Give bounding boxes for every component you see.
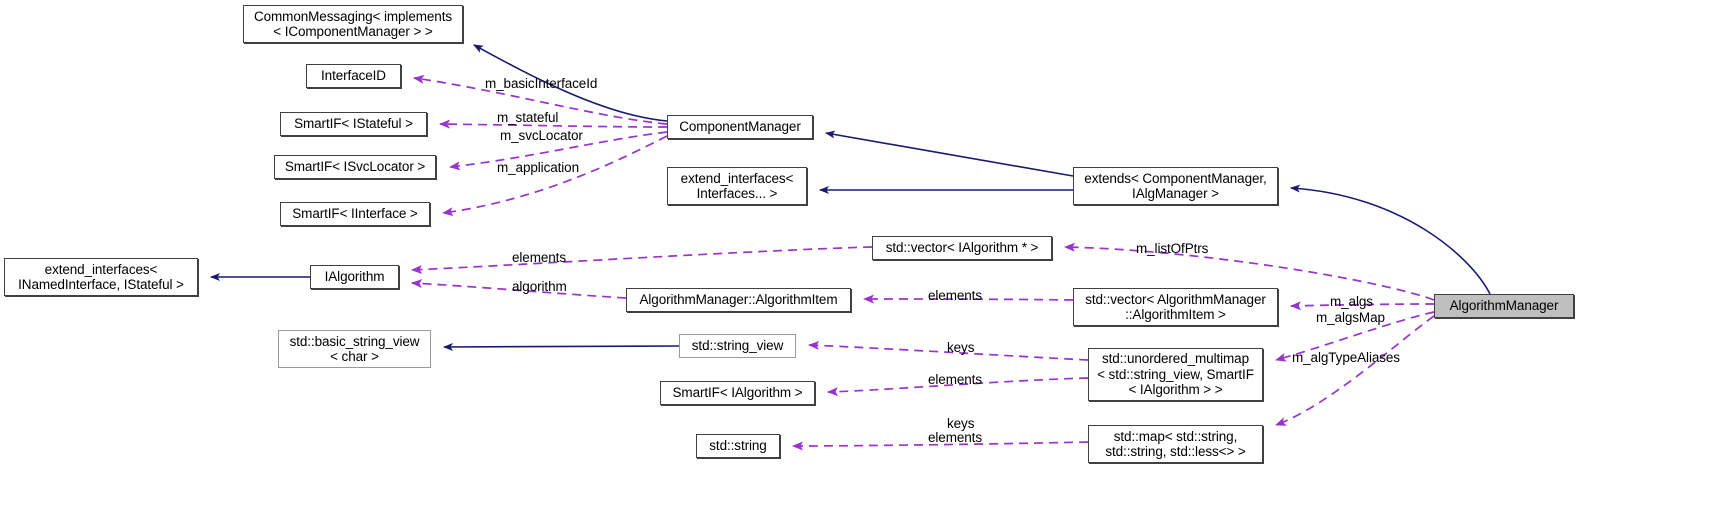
node-vector-algorithmitem[interactable]: std::vector< AlgorithmManager ::Algorith… xyxy=(1073,288,1278,326)
node-smartif-isvclocator[interactable]: SmartIF< ISvcLocator > xyxy=(274,155,436,179)
node-string-view[interactable]: std::string_view xyxy=(679,334,796,358)
edge-label-keys-string-view: keys xyxy=(947,340,975,355)
edge-label-elements-algorithm-item: elements xyxy=(928,288,982,303)
edge-label-elements-vector-ialgorithm: elements xyxy=(512,250,566,265)
node-component-manager[interactable]: ComponentManager xyxy=(667,115,813,139)
edge-label-keys-map: keys xyxy=(947,416,975,431)
node-vector-ialgorithm-ptr[interactable]: std::vector< IAlgorithm * > xyxy=(872,236,1052,260)
edge-label-m-stateful: m_stateful xyxy=(497,110,559,125)
node-algorithm-manager[interactable]: AlgorithmManager xyxy=(1434,294,1574,318)
edge-label-m-basic-interface-id: m_basicInterfaceId xyxy=(485,76,598,91)
node-smartif-ialgorithm[interactable]: SmartIF< IAlgorithm > xyxy=(660,381,815,405)
node-unordered-multimap[interactable]: std::unordered_multimap < std::string_vi… xyxy=(1088,348,1263,401)
edge-label-m-alg-type-aliases: m_algTypeAliases xyxy=(1292,350,1400,365)
node-interface-id[interactable]: InterfaceID xyxy=(306,64,401,88)
edge-label-elements-smartif: elements xyxy=(928,372,982,387)
edge-label-m-svclocator: m_svcLocator xyxy=(500,128,583,143)
node-extend-interfaces[interactable]: extend_interfaces< Interfaces... > xyxy=(667,167,807,205)
node-smartif-iinterface[interactable]: SmartIF< IInterface > xyxy=(280,202,430,226)
edge-label-elements-map: elements xyxy=(928,430,982,445)
node-std-map[interactable]: std::map< std::string, std::string, std:… xyxy=(1088,425,1263,463)
node-algorithmmanager-algorithmitem[interactable]: AlgorithmManager::AlgorithmItem xyxy=(626,288,851,312)
node-extends-component-manager-ialgmanager[interactable]: extends< ComponentManager, IAlgManager > xyxy=(1073,167,1278,205)
node-smartif-istateful[interactable]: SmartIF< IStateful > xyxy=(280,112,427,136)
edge-label-m-application: m_application xyxy=(497,160,580,175)
edge-label-m-algs-map: m_algsMap xyxy=(1316,310,1385,325)
node-std-string[interactable]: std::string xyxy=(696,434,780,458)
node-basic-string-view[interactable]: std::basic_string_view < char > xyxy=(278,330,431,368)
edge-label-m-list-of-ptrs: m_listOfPtrs xyxy=(1136,241,1209,256)
edge-label-m-algs: m_algs xyxy=(1330,294,1373,309)
node-ialgorithm[interactable]: IAlgorithm xyxy=(310,265,399,289)
edge-label-algorithm: algorithm xyxy=(512,279,567,294)
node-extend-interfaces-inamedinterface-istateful[interactable]: extend_interfaces< INamedInterface, ISta… xyxy=(4,258,198,296)
node-common-messaging[interactable]: CommonMessaging< implements < IComponent… xyxy=(243,5,463,43)
